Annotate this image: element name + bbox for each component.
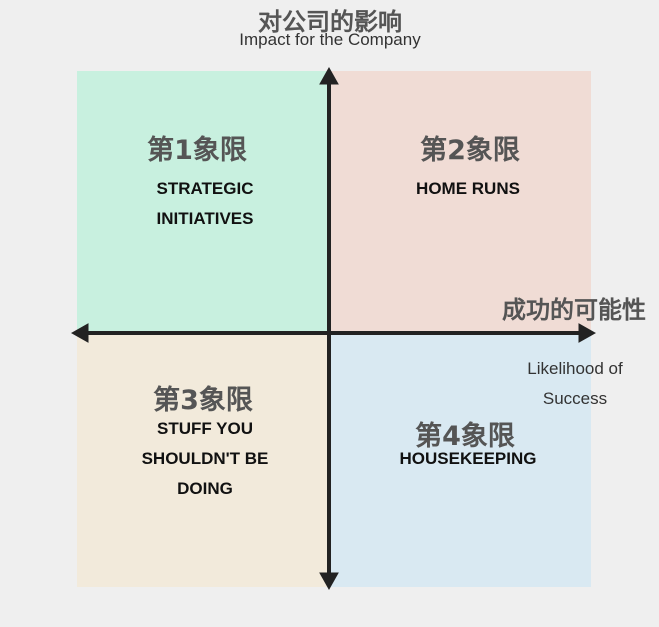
quadrant-3-line: DOING <box>177 479 233 498</box>
quadrant-1-line: STRATEGIC <box>156 179 254 198</box>
quadrant-3-line: STUFF YOU <box>156 419 254 438</box>
quadrant-1-line: INITIATIVES <box>156 209 254 228</box>
x-axis-title-en-2: Success <box>542 389 608 408</box>
quadrant-3-label: 第3象限 <box>153 385 253 416</box>
x-axis-title-cn: 成功的可能性 <box>502 296 646 324</box>
quadrant-4-label: 第4象限 <box>415 421 515 452</box>
y-axis-arrow-up <box>319 66 339 85</box>
quadrant-1-text: STRATEGIC INITIATIVES <box>77 174 333 234</box>
quadrant-3-text: STUFF YOU SHOULDN'T BE DOING <box>77 414 333 504</box>
quadrant-3 <box>77 333 329 587</box>
quadrant-4-text: HOUSEKEEPING <box>399 449 537 468</box>
quadrant-2 <box>329 71 591 333</box>
x-axis-arrow-right <box>578 323 597 343</box>
y-axis-arrow-down <box>319 572 339 591</box>
quadrant-3-line: SHOULDN'T BE <box>141 449 269 468</box>
quadrant-4 <box>329 333 591 587</box>
x-axis-title-en-1: Likelihood of <box>527 359 623 378</box>
quadrant-1 <box>77 71 329 333</box>
x-axis-arrow-left <box>70 323 89 343</box>
y-axis-title-cn: 对公司的影响 <box>258 8 402 36</box>
quadrant-2-text: HOME RUNS <box>416 179 520 198</box>
quadrant-2-label: 第2象限 <box>420 135 520 166</box>
y-axis-title-en: Impact for the Company <box>239 30 421 49</box>
quadrant-1-label: 第1象限 <box>147 135 247 166</box>
